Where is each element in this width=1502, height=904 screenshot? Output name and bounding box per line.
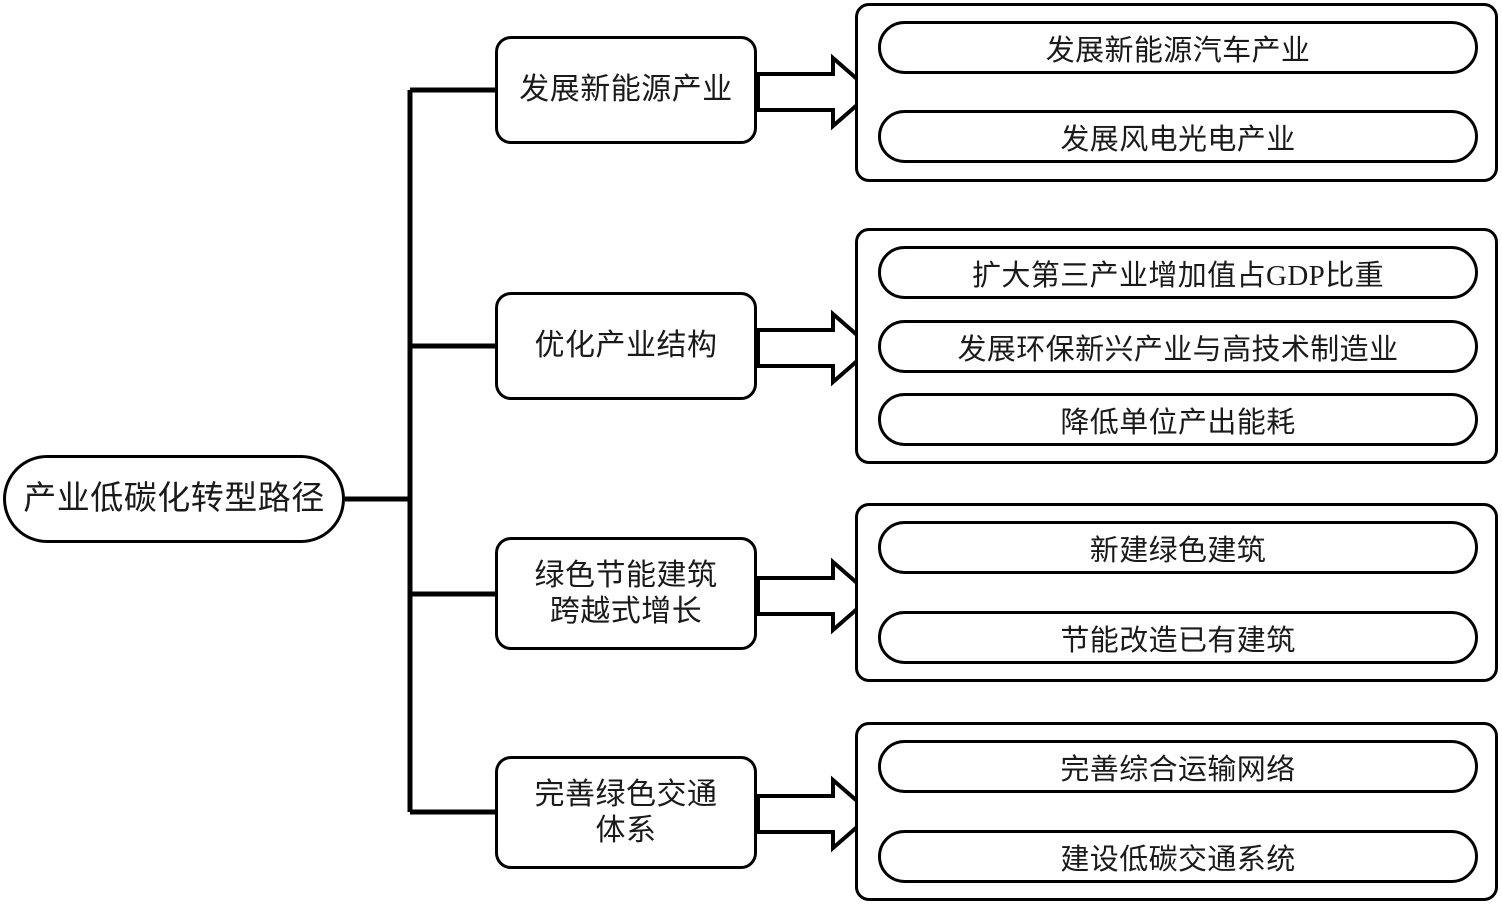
leaf-item-3-2[interactable]: 节能改造已有建筑 (878, 611, 1478, 664)
leaf-item-1-1[interactable]: 发展新能源汽车产业 (878, 21, 1478, 74)
leaf-item-4-1[interactable]: 完善综合运输网络 (878, 740, 1478, 793)
block-arrow-1 (756, 53, 876, 131)
leaf-item-1-2[interactable]: 发展风电光电产业 (878, 110, 1478, 163)
leaf-item-3-1-label: 新建绿色建筑 (1089, 534, 1267, 567)
leaf-item-2-2[interactable]: 发展环保新兴产业与高技术制造业 (878, 320, 1478, 373)
branch-node-3[interactable]: 绿色节能建筑 跨越式增长 (495, 537, 757, 650)
leaf-item-2-1-label: 扩大第三产业增加值占GDP比重 (971, 259, 1384, 292)
leaf-item-2-3[interactable]: 降低单位产出能耗 (878, 393, 1478, 446)
leaf-item-4-2-label: 建设低碳交通系统 (1060, 843, 1296, 876)
leaf-item-3-1[interactable]: 新建绿色建筑 (878, 521, 1478, 574)
branch-node-4[interactable]: 完善绿色交通 体系 (495, 756, 757, 869)
leaf-item-2-3-label: 降低单位产出能耗 (1060, 406, 1296, 439)
leaf-item-4-1-label: 完善综合运输网络 (1060, 753, 1296, 786)
branch-node-4-label: 完善绿色交通 体系 (534, 778, 718, 847)
leaf-item-4-2[interactable]: 建设低碳交通系统 (878, 830, 1478, 883)
leaf-item-1-2-label: 发展风电光电产业 (1060, 123, 1296, 156)
branch-node-3-label: 绿色节能建筑 跨越式增长 (534, 559, 718, 628)
branch-node-2[interactable]: 优化产业结构 (495, 292, 757, 400)
leaf-item-2-1[interactable]: 扩大第三产业增加值占GDP比重 (878, 246, 1478, 299)
branch-node-2-label: 优化产业结构 (534, 329, 718, 363)
leaf-item-1-1-label: 发展新能源汽车产业 (1045, 34, 1311, 67)
root-node-label: 产业低碳化转型路径 (23, 480, 325, 517)
root-node[interactable]: 产业低碳化转型路径 (3, 455, 345, 543)
leaf-item-2-2-label: 发展环保新兴产业与高技术制造业 (957, 333, 1399, 366)
leaf-item-3-2-label: 节能改造已有建筑 (1060, 624, 1296, 657)
block-arrow-4 (756, 775, 876, 853)
block-arrow-3 (756, 557, 876, 635)
branch-node-1-label: 发展新能源产业 (519, 73, 733, 107)
branch-node-1[interactable]: 发展新能源产业 (495, 36, 757, 144)
block-arrow-2 (756, 309, 876, 387)
